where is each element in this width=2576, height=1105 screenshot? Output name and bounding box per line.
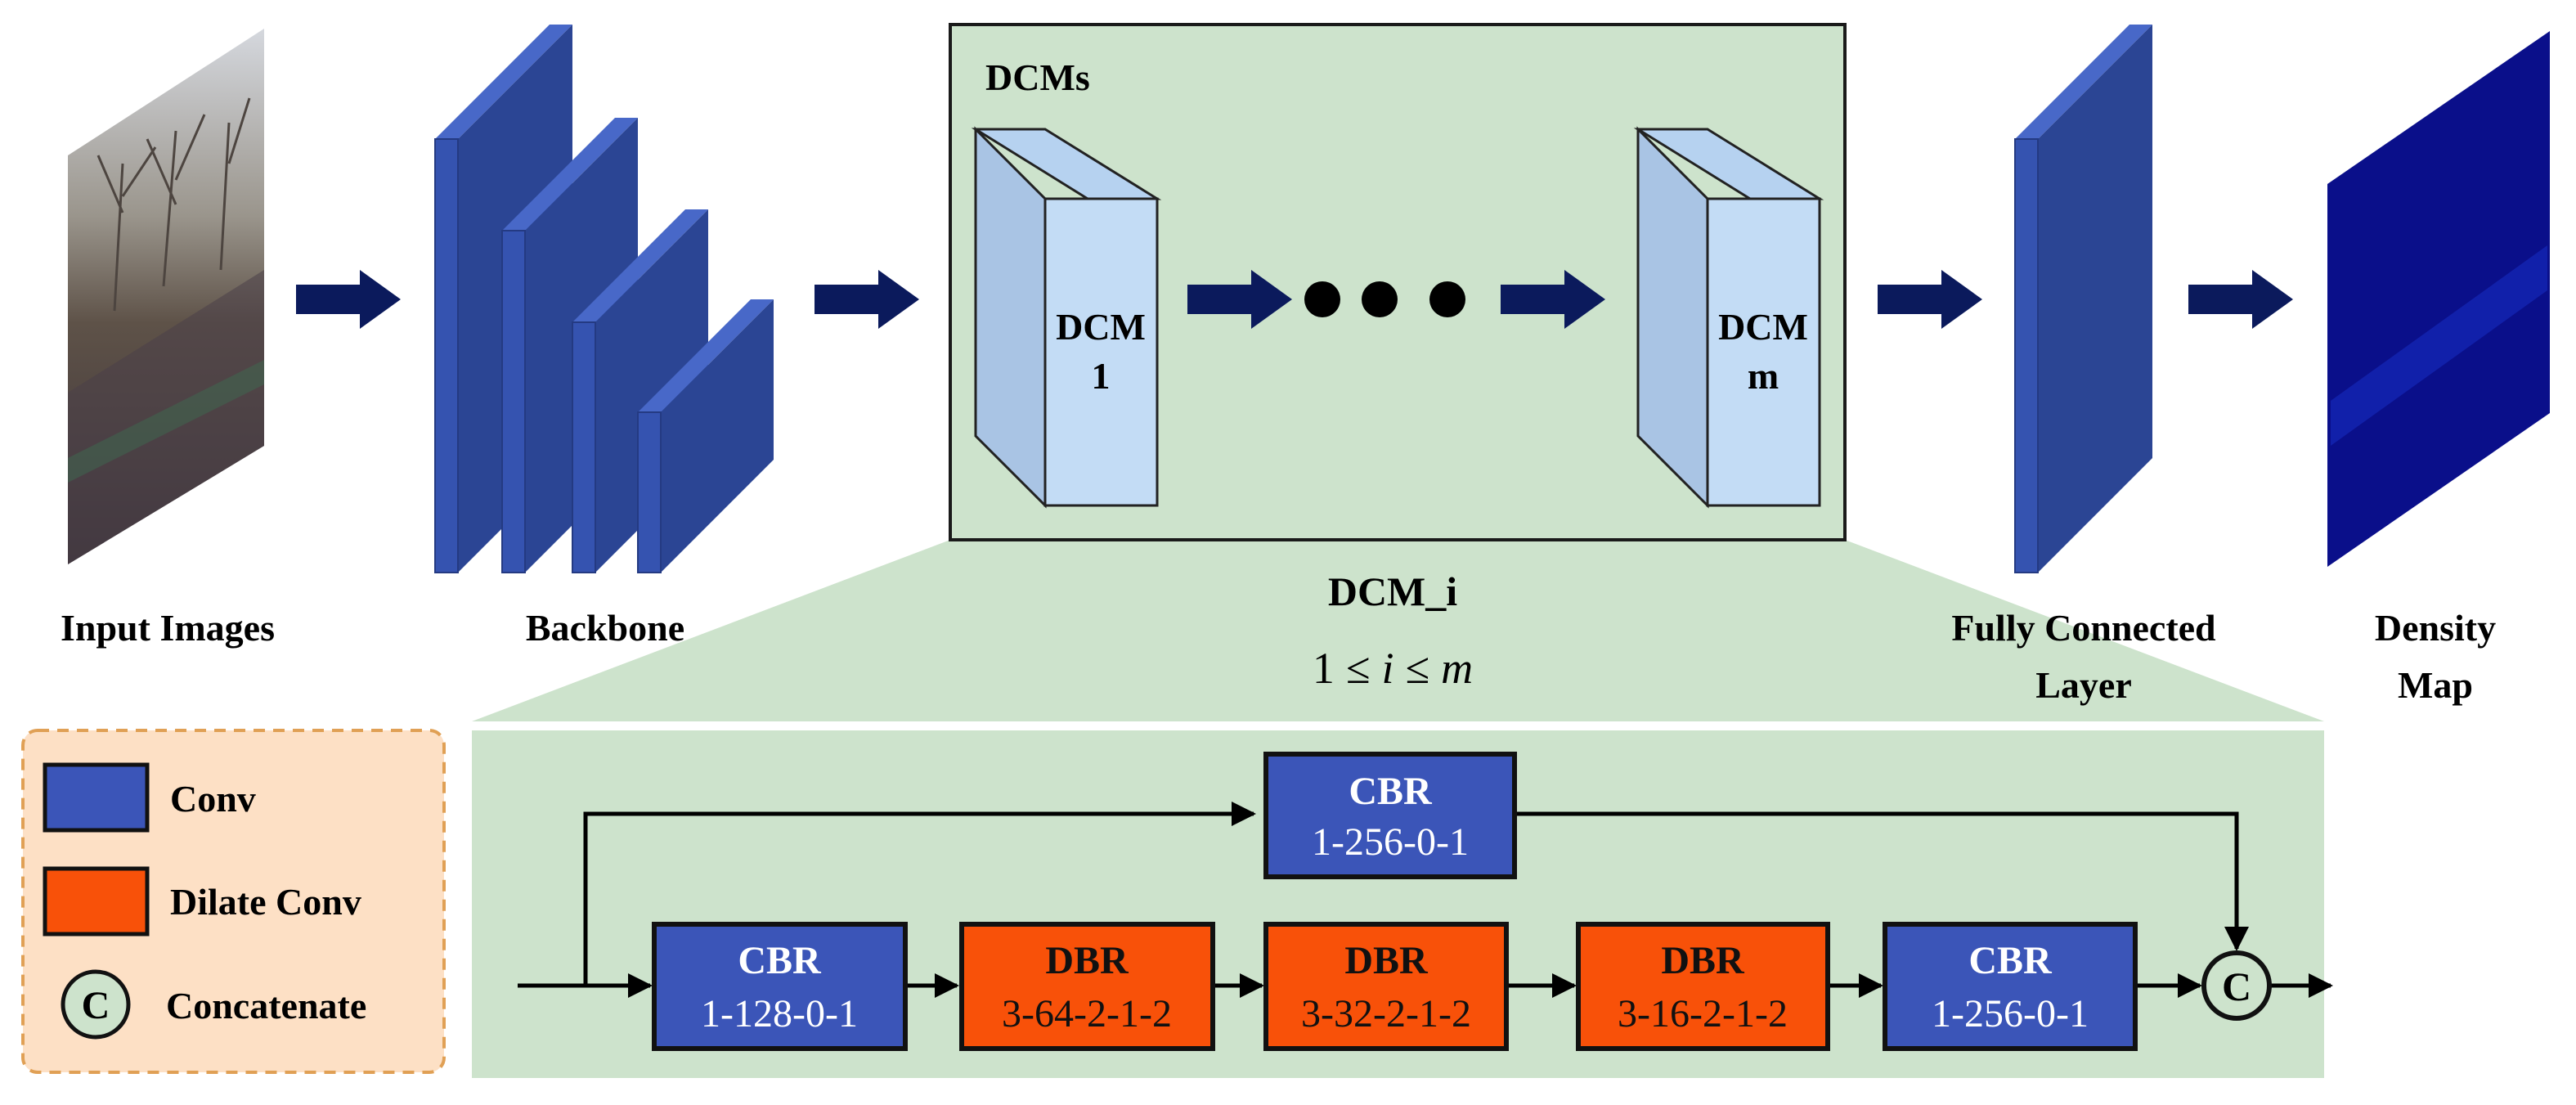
backbone-block: Backbone [434, 25, 774, 649]
main-block-2: DBR 3-64-2-1-2 [959, 922, 1215, 1051]
block-2-title: DBR [1045, 939, 1129, 982]
tree-branches [96, 97, 251, 312]
block-3-title: DBR [1344, 939, 1429, 982]
main-block-4: DBR 3-16-2-1-2 [1576, 922, 1830, 1051]
arrow-fc-to-density [2188, 270, 2293, 329]
block-4-title: DBR [1661, 939, 1745, 982]
dcm-1-label-line2: 1 [1092, 355, 1111, 397]
density-map: Density Map [2327, 31, 2550, 706]
concat-node: C [2201, 950, 2272, 1021]
skip-cbr-block: CBR 1-256-0-1 [1263, 752, 1517, 879]
input-images-label: Input Images [61, 607, 275, 649]
main-block-5: CBR 1-256-0-1 [1883, 922, 2138, 1051]
dcm-1-cube: DCM 1 [971, 126, 1162, 509]
zoom-connector [472, 540, 2324, 721]
legend-concatenate-label: Concatenate [166, 985, 366, 1026]
legend-conv-swatch [43, 762, 150, 833]
legend-dilate-swatch [43, 866, 150, 937]
dcm-1-label-line1: DCM [1056, 306, 1146, 348]
legend-dilate-conv: Dilate Conv [43, 866, 361, 937]
block-3-params: 3-32-2-1-2 [1301, 992, 1471, 1035]
legend: Conv Dilate Conv C Concatenate [21, 729, 446, 1074]
backbone-layer-4 [637, 299, 774, 573]
dcm-m-label-line1: DCM [1718, 306, 1808, 348]
backbone-label: Backbone [526, 607, 684, 649]
block-4-params: 3-16-2-1-2 [1618, 992, 1788, 1035]
skip-cbr-title: CBR [1349, 770, 1433, 813]
block-5-title: CBR [1968, 939, 2053, 982]
block-5-params: 1-256-0-1 [1932, 992, 2089, 1035]
skip-to-concat-line [1515, 811, 2249, 951]
legend-concatenate: C Concatenate [61, 969, 366, 1040]
arrow-dcm1-to-dots [1187, 270, 1292, 329]
input-image: Input Images [61, 29, 275, 649]
fc-layer: Fully Connected Layer [1951, 25, 2216, 706]
dcm-index-range: 1≤i≤m [1313, 644, 1473, 693]
dcm-i-label: DCM_i [1328, 568, 1457, 614]
density-label-line1: Density [2375, 607, 2496, 649]
ellipsis-dots [1304, 281, 1465, 317]
legend-conv-label: Conv [170, 778, 256, 820]
arrow-input-to-backbone [296, 270, 401, 329]
arrow-dcms-to-fc [1878, 270, 1982, 329]
dcms-panel: DCMs DCM 1 DCM m [949, 23, 1847, 541]
legend-concat-symbol: C [82, 984, 110, 1027]
main-block-3: DBR 3-32-2-1-2 [1263, 922, 1509, 1051]
fc-label-line2: Layer [2035, 664, 2132, 706]
dcm-detail-panel: CBR 1-256-0-1 CBR 1-128-0-1 DBR 3-64-2-1… [472, 730, 2333, 1078]
legend-concat-icon [61, 969, 131, 1040]
skip-line [583, 802, 1256, 986]
block-2-params: 3-64-2-1-2 [1002, 992, 1172, 1035]
density-label-line2: Map [2398, 664, 2473, 706]
arrow-dots-to-dcm-m [1501, 270, 1605, 329]
fence [68, 360, 264, 483]
fc-label-line1: Fully Connected [1951, 607, 2216, 649]
concat-symbol: C [2222, 964, 2251, 1009]
block-1-title: CBR [738, 939, 822, 982]
dcm-m-cube: DCM m [1633, 126, 1824, 509]
detail-connections [518, 802, 2333, 998]
legend-conv: Conv [43, 762, 256, 833]
dcm-m-label-line2: m [1748, 355, 1779, 397]
block-1-params: 1-128-0-1 [701, 992, 858, 1035]
arrow-backbone-to-dcms [815, 270, 919, 329]
legend-dilate-conv-label: Dilate Conv [170, 881, 361, 923]
density-hotspot-band [2331, 245, 2547, 446]
main-block-1: CBR 1-128-0-1 [652, 922, 908, 1051]
skip-cbr-params: 1-256-0-1 [1312, 820, 1469, 864]
dcms-label: DCMs [985, 56, 1090, 98]
